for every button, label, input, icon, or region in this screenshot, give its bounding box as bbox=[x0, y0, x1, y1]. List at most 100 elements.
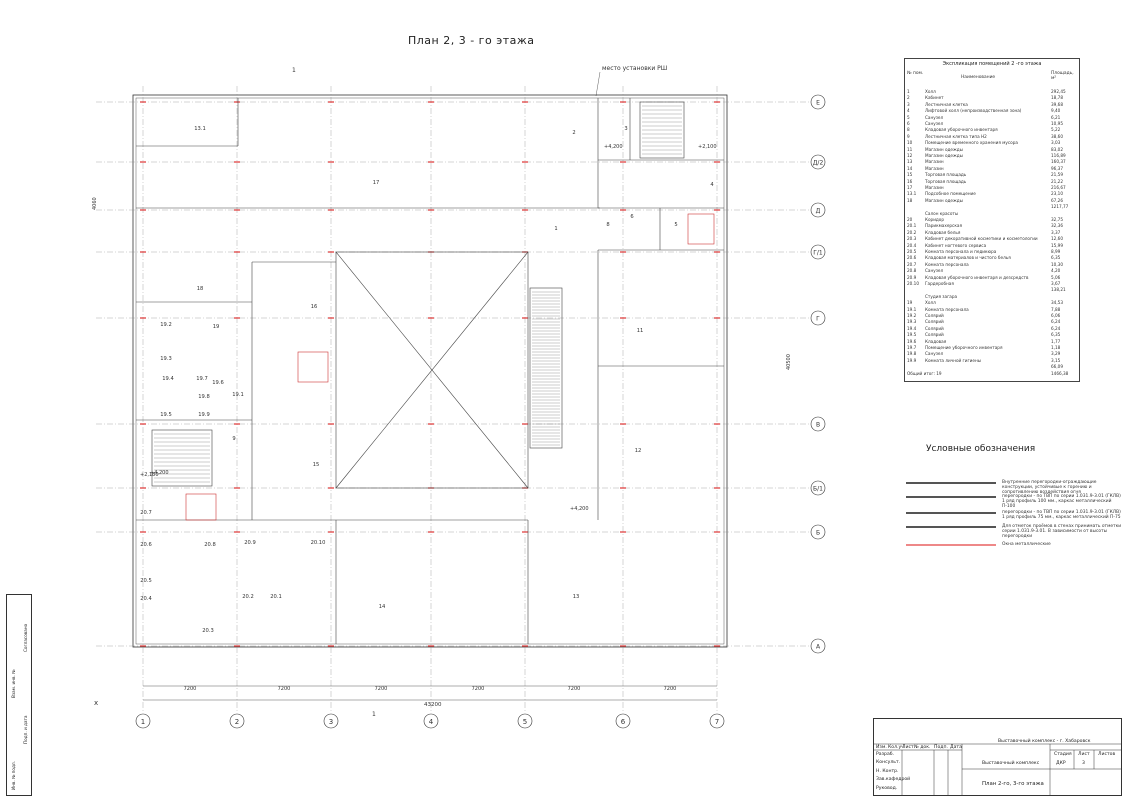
room-area: 3,15 bbox=[1051, 357, 1061, 363]
symbols-title: Условные обозначения bbox=[926, 444, 1036, 454]
room-num: 20.7 bbox=[907, 261, 917, 267]
room-number: 19.6 bbox=[212, 380, 224, 386]
axis-bubble bbox=[810, 524, 826, 540]
room-area: 6,24 bbox=[1051, 325, 1061, 331]
lift-shaft bbox=[185, 493, 217, 521]
room-area: 6,06 bbox=[1051, 313, 1061, 318]
room-num: 8 bbox=[907, 127, 910, 133]
stage-value: ДКР bbox=[1056, 761, 1066, 766]
room-area: 3,29 bbox=[1051, 351, 1061, 357]
axis-bubble bbox=[810, 94, 826, 110]
room-number: 17 bbox=[373, 180, 380, 186]
sheet-label: Лист bbox=[1078, 752, 1090, 757]
room-area: 32,75 bbox=[1051, 217, 1063, 222]
room-number: 20.1 bbox=[270, 594, 282, 600]
room-number: 19.7 bbox=[196, 376, 208, 382]
room-area: 1,18 bbox=[1051, 345, 1061, 350]
room-num: 20.2 bbox=[907, 229, 917, 235]
room-number: 14 bbox=[379, 604, 386, 610]
room-number: 18 bbox=[197, 286, 204, 292]
room-area: 38,60 bbox=[1051, 133, 1063, 139]
room-area: 7,88 bbox=[1051, 306, 1061, 312]
room-area: 3,67 bbox=[1051, 281, 1061, 286]
room-area: 21,59 bbox=[1051, 172, 1063, 178]
room-number: 20.8 bbox=[204, 542, 216, 548]
room-number: 6 bbox=[630, 214, 633, 220]
stamp-role: Руковод. bbox=[876, 785, 898, 791]
room-name: Магазин bbox=[925, 185, 944, 190]
room-num: 20.4 bbox=[907, 242, 917, 248]
axis-label: Б/1 bbox=[813, 486, 823, 493]
axis-label: Е bbox=[816, 100, 820, 107]
room-area: 216,67 bbox=[1051, 185, 1066, 190]
room-name: Комната персонала bbox=[925, 306, 969, 312]
room-area: 83,02 bbox=[1051, 146, 1063, 152]
room-num: 15 bbox=[907, 172, 913, 178]
lift-shaft bbox=[297, 351, 329, 383]
room-number: 19.3 bbox=[160, 356, 172, 362]
axis-bubble bbox=[810, 154, 826, 170]
title-block-grid bbox=[874, 743, 1121, 795]
room-area: 1217,77 bbox=[1051, 204, 1069, 210]
symbol-text: Окна металлические bbox=[1002, 542, 1051, 547]
col-name-header: Наименование bbox=[961, 75, 996, 80]
room-number: 8 bbox=[606, 222, 609, 228]
stair-9 bbox=[151, 429, 213, 487]
explication-row: 138,21 bbox=[905, 287, 1079, 293]
axis-label: 2 bbox=[235, 718, 239, 726]
room-area: 138,21 bbox=[1051, 287, 1066, 293]
room-area: 10,95 bbox=[1051, 121, 1063, 126]
symbol-swatch bbox=[906, 526, 996, 528]
sheet-value: 3 bbox=[1082, 761, 1085, 766]
room-name: Комната персонала bbox=[925, 261, 969, 267]
explication-row: Салон красоты bbox=[905, 211, 1079, 217]
room-num: 19.8 bbox=[907, 351, 917, 357]
level-mark: +4,200 bbox=[150, 470, 169, 476]
room-name: Салон красоты bbox=[925, 210, 959, 216]
room-num: 16 bbox=[907, 178, 913, 184]
level-mark: +4,200 bbox=[570, 506, 589, 512]
room-number: 20.5 bbox=[140, 578, 152, 584]
axis-bubble bbox=[810, 416, 826, 432]
room-number: 13 bbox=[573, 594, 580, 600]
room-name: Торговая площадь bbox=[925, 172, 967, 178]
room-name: Холл bbox=[925, 89, 936, 94]
axis-bubble bbox=[423, 713, 439, 729]
room-name: Кладовая bbox=[925, 338, 947, 344]
symbol-text: Для отметок проёмов в стенах принимать о… bbox=[1002, 524, 1122, 539]
room-number: 19.9 bbox=[198, 412, 210, 418]
project-name: Выставочный комплекс - г. Хабаровск bbox=[998, 739, 1091, 744]
room-area: 8,99 bbox=[1051, 249, 1061, 254]
room-area: 96,37 bbox=[1051, 165, 1063, 171]
room-name: Кладовая материалов и чистого белья bbox=[925, 255, 1011, 261]
room-name: Комната личной гигиены bbox=[925, 357, 982, 363]
room-name: Комната персонала и педикюра bbox=[925, 249, 997, 254]
room-name: Солярий bbox=[925, 332, 944, 338]
room-num: 20.1 bbox=[907, 223, 917, 229]
right-total-dimension: 40500 bbox=[786, 354, 792, 370]
axis-bubble bbox=[135, 713, 151, 729]
axis-label: Д bbox=[816, 208, 821, 215]
room-num: 3 bbox=[907, 101, 910, 107]
axis-label: 1 bbox=[141, 718, 145, 726]
room-name: Кладовая уборочного инвентаря bbox=[925, 127, 998, 133]
room-area: 1466,38 bbox=[1051, 370, 1069, 376]
room-area: 39,68 bbox=[1051, 101, 1063, 107]
room-area: 292,45 bbox=[1051, 89, 1066, 94]
cut-label: 1 bbox=[292, 67, 296, 74]
symbol-text: Внутренние перегородки-ограждающие конст… bbox=[1002, 480, 1097, 495]
room-number: 20.2 bbox=[242, 594, 254, 600]
room-number: 20.10 bbox=[311, 540, 326, 546]
room-name: Холл bbox=[925, 300, 936, 306]
room-area: 66,09 bbox=[1051, 364, 1063, 370]
